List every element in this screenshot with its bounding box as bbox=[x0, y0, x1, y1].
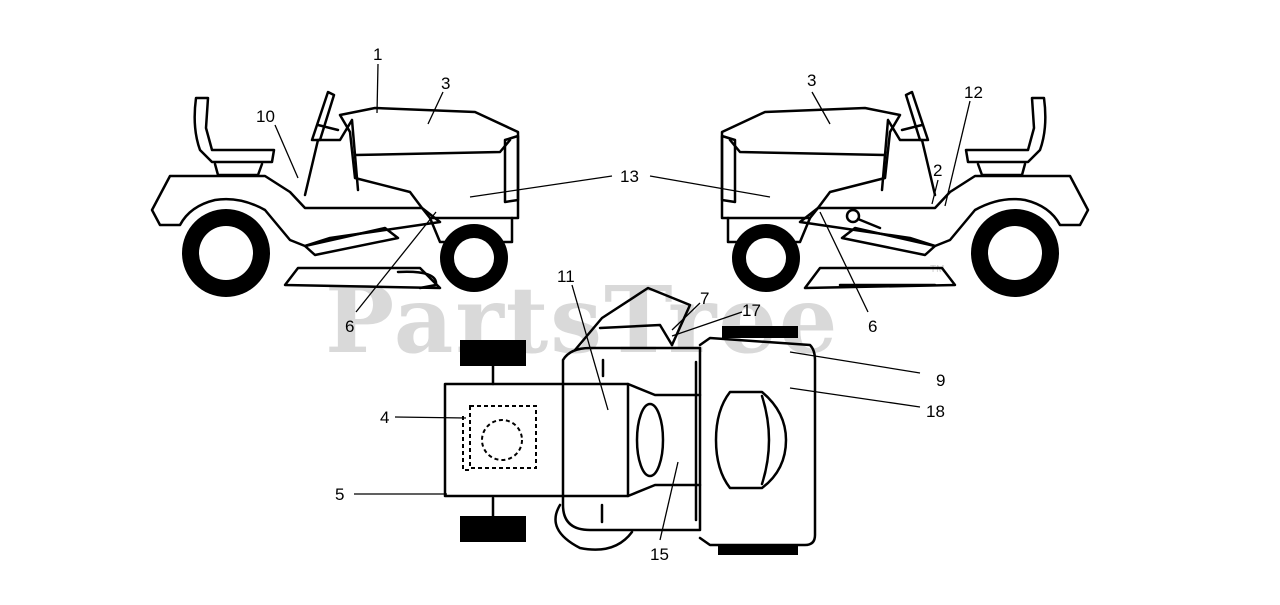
callout-2: 2 bbox=[933, 161, 942, 180]
leader-3a bbox=[427, 91, 444, 125]
front-tire-bottom bbox=[718, 545, 798, 555]
steering-column-right bbox=[900, 123, 924, 132]
leader-1 bbox=[376, 63, 379, 114]
leader-13a bbox=[469, 175, 613, 198]
left-side-view bbox=[150, 90, 520, 297]
steering-column-left bbox=[316, 123, 340, 132]
leader-7 bbox=[671, 302, 701, 331]
callout-17: 17 bbox=[742, 301, 761, 320]
mower-deck-left bbox=[283, 266, 442, 290]
leader-4 bbox=[394, 416, 467, 419]
callout-11: 11 bbox=[557, 267, 575, 286]
leader-lines bbox=[274, 63, 971, 541]
dash-left bbox=[303, 118, 360, 197]
leader-13b bbox=[649, 175, 771, 198]
seat-right bbox=[964, 96, 1047, 164]
callout-13: 13 bbox=[620, 167, 639, 186]
callout-1: 1 bbox=[373, 45, 382, 64]
chute-edge-top-view bbox=[598, 323, 674, 347]
rear-fender-top-view bbox=[443, 382, 565, 498]
hood-window-top-view bbox=[714, 390, 788, 490]
rear-tire-bottom bbox=[460, 516, 526, 542]
front-tire-top bbox=[722, 326, 798, 338]
rear-body-left bbox=[150, 174, 442, 248]
grille-right bbox=[720, 134, 737, 204]
top-view bbox=[443, 286, 817, 555]
callouts: 1 3 10 13 6 3 12 2 6 11 7 17 9 18 4 5 15 bbox=[256, 45, 983, 564]
callout-12: 12 bbox=[964, 83, 983, 102]
callout-9: 9 bbox=[936, 371, 945, 390]
callout-15: 15 bbox=[650, 545, 669, 564]
callout-6-right: 6 bbox=[868, 317, 877, 336]
leader-3b bbox=[811, 91, 831, 125]
steering-wheel-top-view bbox=[635, 402, 665, 478]
footrest-right bbox=[840, 226, 937, 257]
leader-2 bbox=[931, 179, 939, 205]
steering-wheel-left bbox=[310, 90, 336, 142]
deck-chute-left bbox=[396, 270, 438, 290]
callout-3-right: 3 bbox=[807, 71, 816, 90]
seat-outline-top-view bbox=[469, 405, 537, 469]
leader-15 bbox=[659, 461, 679, 541]
seat-left bbox=[193, 96, 276, 164]
leader-9 bbox=[789, 351, 921, 374]
steering-wheel-right bbox=[904, 90, 930, 142]
footrest-left bbox=[303, 226, 400, 257]
watermark-tm: TM bbox=[930, 264, 944, 275]
rear-body-right bbox=[798, 174, 1090, 248]
callout-18: 18 bbox=[926, 402, 945, 421]
right-side-view bbox=[720, 90, 1090, 297]
decal-marks-top-view bbox=[600, 358, 605, 524]
footboards-top-view bbox=[561, 382, 702, 498]
seat-circle-top-view bbox=[481, 419, 523, 461]
leader-6b bbox=[819, 211, 869, 313]
dash-right bbox=[880, 118, 937, 197]
body-outline-top-view bbox=[561, 346, 702, 532]
seat-base-right bbox=[976, 162, 1027, 177]
rear-wheel-hub-left bbox=[199, 226, 253, 280]
hood-right bbox=[720, 106, 902, 220]
front-wheel-hub-right bbox=[746, 238, 786, 278]
callout-6-left: 6 bbox=[345, 317, 354, 336]
hood-seam-right bbox=[728, 138, 887, 157]
hood-window-inner bbox=[760, 394, 771, 486]
callout-10: 10 bbox=[256, 107, 275, 126]
leader-12 bbox=[944, 100, 971, 207]
leader-6a bbox=[355, 211, 437, 313]
callout-4: 4 bbox=[380, 408, 389, 427]
callout-3-left: 3 bbox=[441, 74, 450, 93]
mower-deck-right bbox=[803, 266, 957, 290]
leader-10 bbox=[274, 124, 299, 179]
rear-tire-top bbox=[460, 340, 526, 366]
rear-wheel-hub-right bbox=[988, 226, 1042, 280]
label-outline-top-view bbox=[462, 416, 470, 471]
side-deck-top-view bbox=[554, 503, 634, 551]
hood-left bbox=[338, 106, 520, 220]
leader-17 bbox=[671, 311, 743, 337]
lift-lever-right bbox=[856, 217, 882, 230]
grille-left bbox=[503, 134, 520, 204]
leader-11 bbox=[571, 284, 609, 411]
leader-18 bbox=[789, 387, 921, 408]
hood-top-view bbox=[698, 336, 817, 547]
seat-base-left bbox=[213, 162, 264, 177]
callout-7: 7 bbox=[700, 289, 709, 308]
front-wheel-hub-left bbox=[454, 238, 494, 278]
callout-5: 5 bbox=[335, 485, 344, 504]
hood-seam-left bbox=[353, 138, 512, 157]
lift-lever-knob bbox=[845, 208, 861, 224]
